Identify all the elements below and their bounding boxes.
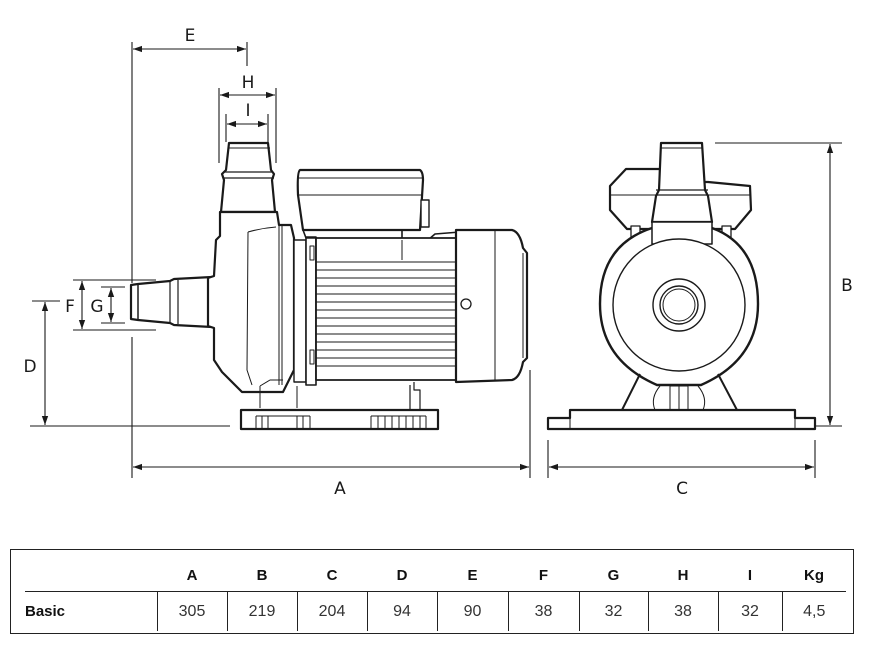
- column-header-H: H: [648, 560, 718, 592]
- inlet-pipe: [129, 275, 214, 329]
- side-view: [129, 141, 529, 431]
- cell-C: 204: [296, 591, 367, 631]
- table-row: Basic 305 219 204 94 90 38 32 38 32 4,5: [25, 591, 846, 631]
- column-header-A: A: [157, 560, 227, 592]
- front-motor-housing: [598, 221, 760, 387]
- column-header-I: I: [718, 560, 782, 592]
- cooling-fins: [316, 261, 456, 367]
- column-header-C: C: [297, 560, 367, 592]
- front-outlet-pipe: [650, 141, 714, 224]
- cell-B: 219: [226, 591, 297, 631]
- fan-cover: [454, 228, 529, 384]
- column-header-B: B: [227, 560, 297, 592]
- cell-I: 32: [717, 591, 782, 631]
- dim-label-H: H: [242, 73, 255, 93]
- cell-kg: 4,5: [781, 591, 846, 631]
- cell-A: 305: [156, 591, 227, 631]
- dim-label-F: F: [65, 297, 75, 317]
- cell-G: 32: [578, 591, 648, 631]
- outlet-pipe: [219, 141, 277, 214]
- cell-H: 38: [647, 591, 718, 631]
- dim-label-C: C: [676, 479, 688, 499]
- spec-table-header: A B C D E F G H I Kg: [25, 560, 846, 592]
- column-header-D: D: [367, 560, 437, 592]
- cell-E: 90: [436, 591, 508, 631]
- spec-table-box: A B C D E F G H I Kg Basic 305 219 204 9…: [10, 549, 854, 634]
- cell-D: 94: [366, 591, 437, 631]
- dim-label-E: E: [185, 26, 196, 46]
- spec-table: A B C D E F G H I Kg Basic 305 219 204 9…: [25, 560, 846, 631]
- column-header-E: E: [437, 560, 508, 592]
- front-view: [546, 141, 817, 431]
- column-header: [25, 560, 157, 592]
- motor-flange: [293, 236, 319, 386]
- dim-label-I: I: [245, 101, 250, 121]
- cell-F: 38: [507, 591, 579, 631]
- dim-label-G: G: [90, 297, 103, 317]
- terminal-box: [296, 168, 461, 241]
- pump-base: [239, 382, 440, 431]
- column-header-kg: Kg: [782, 560, 846, 592]
- dim-label-A: A: [334, 479, 346, 499]
- dimension-lines: [30, 42, 842, 478]
- row-label: Basic: [25, 603, 66, 620]
- column-header-G: G: [579, 560, 648, 592]
- pump-housing: [206, 210, 298, 408]
- motor-body: [315, 237, 457, 381]
- dimension-labels: E H I F G D A C B: [23, 26, 852, 499]
- dim-label-B: B: [841, 276, 853, 296]
- dim-label-D: D: [23, 357, 36, 377]
- pump-dimension-drawing: E H I F G D A C B: [23, 26, 852, 499]
- front-base: [546, 373, 817, 431]
- column-header-F: F: [508, 560, 579, 592]
